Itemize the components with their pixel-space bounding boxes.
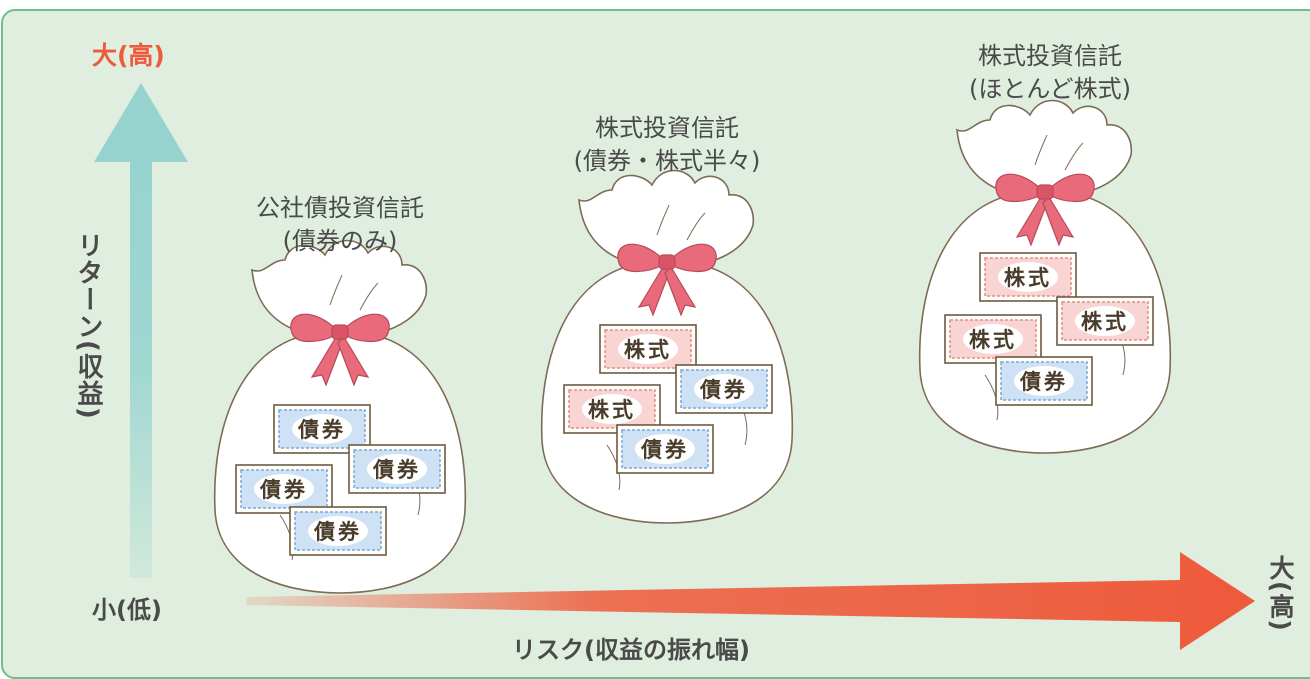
certificate-label: 債券	[372, 458, 421, 482]
certificate-label: 債券	[259, 478, 308, 502]
bag-title-bonds: 公社債投資信託 (債券のみ)	[220, 192, 460, 258]
bag-title-balanced: 株式投資信託 (債券・株式半々)	[537, 112, 797, 178]
bond-certificate-icon: 債券	[348, 444, 446, 494]
stock-certificate-icon: 株式	[944, 314, 1042, 364]
x-axis-high-label: 大(高)	[1266, 555, 1295, 632]
certificate-label: 株式	[1081, 310, 1129, 334]
bag-title-line2: (債券のみ)	[282, 227, 398, 255]
certificate-label: 債券	[297, 418, 346, 442]
return-arrow	[94, 83, 188, 578]
stock-certificate-icon: 株式	[1056, 296, 1154, 346]
bond-certificate-icon: 債券	[995, 356, 1093, 406]
y-axis-high-label: 大(高)	[92, 41, 165, 70]
bag-title-stocks: 株式投資信託 (ほとんど株式)	[930, 40, 1170, 106]
x-axis-label: リスク(収益の振れ幅)	[512, 636, 750, 664]
certificate-label: 株式	[969, 328, 1017, 352]
certificate-label: 株式	[624, 338, 672, 362]
certificate-label: 債券	[699, 378, 748, 402]
bag-title-line1: 公社債投資信託	[256, 194, 424, 222]
bag-title-line1: 株式投資信託	[978, 42, 1122, 70]
certificate-label: 債券	[640, 438, 689, 462]
bond-certificate-icon: 債券	[273, 404, 371, 454]
certificate-label: 株式	[1004, 266, 1052, 290]
bond-certificate-icon: 債券	[616, 424, 714, 474]
stock-certificate-icon: 株式	[979, 252, 1077, 302]
risk-arrow	[246, 552, 1255, 650]
axis-low-label: 小(低)	[92, 596, 162, 624]
bag-title-line2: (債券・株式半々)	[573, 147, 761, 175]
certificate-label: 株式	[588, 398, 636, 422]
certificate-label: 債券	[1019, 370, 1068, 394]
bond-certificate-icon: 債券	[675, 364, 773, 414]
bag-title-line2: (ほとんど株式)	[968, 75, 1131, 103]
stock-certificate-icon: 株式	[599, 324, 697, 374]
bond-certificate-icon: 債券	[235, 464, 333, 514]
stock-certificate-icon: 株式	[563, 384, 661, 434]
bag-title-line1: 株式投資信託	[595, 114, 739, 142]
y-axis-label: リターン(収益)	[73, 232, 103, 420]
certificate-label: 債券	[313, 520, 362, 544]
bond-certificate-icon: 債券	[289, 506, 387, 556]
